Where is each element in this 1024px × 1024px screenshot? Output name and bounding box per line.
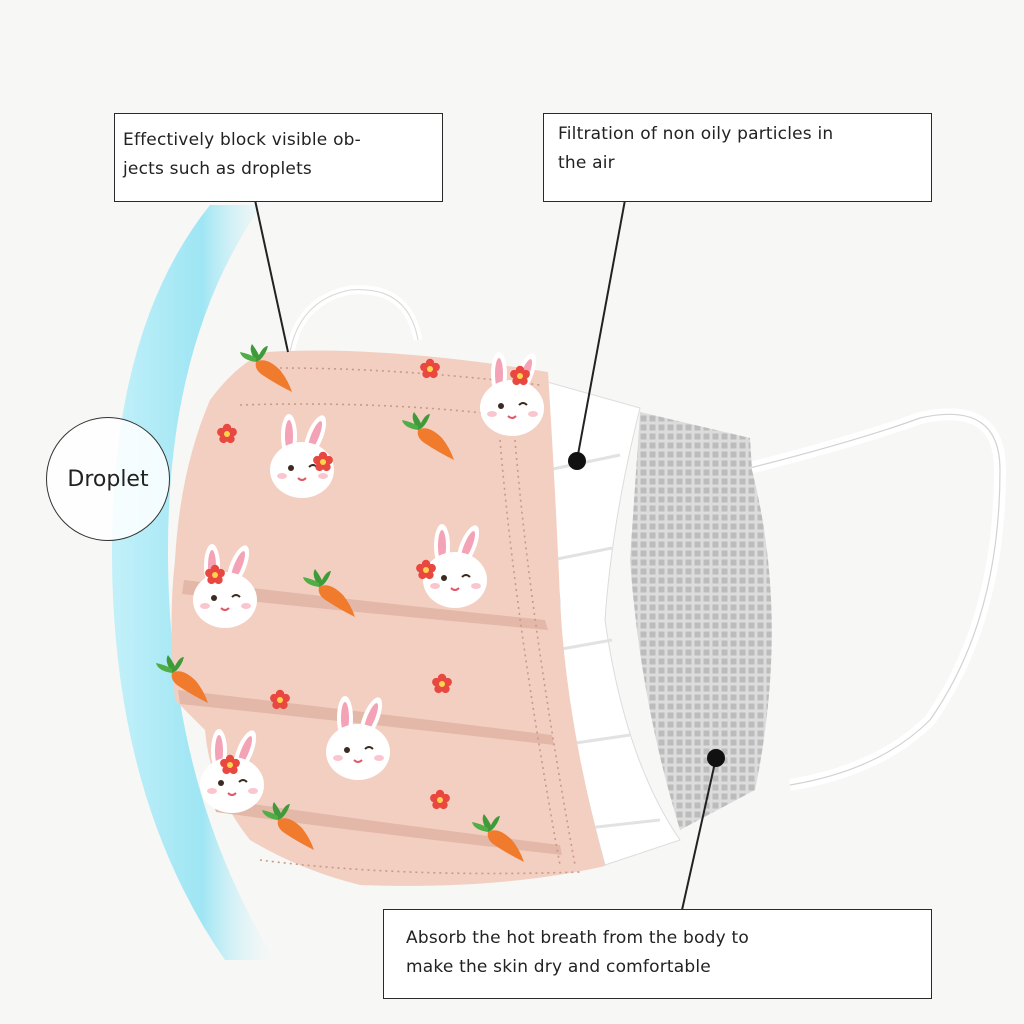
- callout-absorb-breath: Absorb the hot breath from the body to m…: [383, 909, 932, 999]
- callout-text-line: make the skin dry and comfortable: [406, 957, 711, 977]
- leader-line-absorb: [681, 757, 717, 911]
- bunny-pattern: [479, 349, 545, 437]
- stitch-line-bottom: [259, 859, 581, 875]
- ear-loop-top: [285, 285, 423, 353]
- callout-text-line: the air: [558, 153, 615, 173]
- callout-text-line: Absorb the hot breath from the body to: [406, 928, 749, 948]
- pleat-shadow-1: [182, 580, 548, 630]
- stitch-line-top: [239, 367, 541, 421]
- inner-mesh-layer: [630, 412, 772, 830]
- callout-filtration: Filtration of non oily particles in the …: [543, 113, 932, 202]
- ear-loop-right-outline: [749, 413, 1001, 786]
- droplet-label-circle: Droplet: [46, 417, 170, 541]
- pleat-shadow-3: [212, 798, 562, 855]
- callout-text-line: Effectively block visible ob-: [123, 130, 361, 150]
- callout-text-line: Filtration of non oily particles in: [558, 124, 834, 144]
- ear-loop-top-outline: [289, 289, 419, 353]
- leader-dot-absorb: [707, 749, 725, 767]
- callout-block-droplets: Effectively block visible ob- jects such…: [114, 113, 443, 202]
- droplet-label: Droplet: [67, 466, 149, 492]
- leader-dot-filtration: [568, 452, 586, 470]
- callout-text-line: jects such as droplets: [123, 159, 312, 179]
- ear-loop-right: [748, 408, 1007, 791]
- leader-line-filtration: [576, 199, 626, 461]
- leader-line-droplets: [254, 199, 289, 353]
- droplet-shield-arc: [111, 205, 275, 960]
